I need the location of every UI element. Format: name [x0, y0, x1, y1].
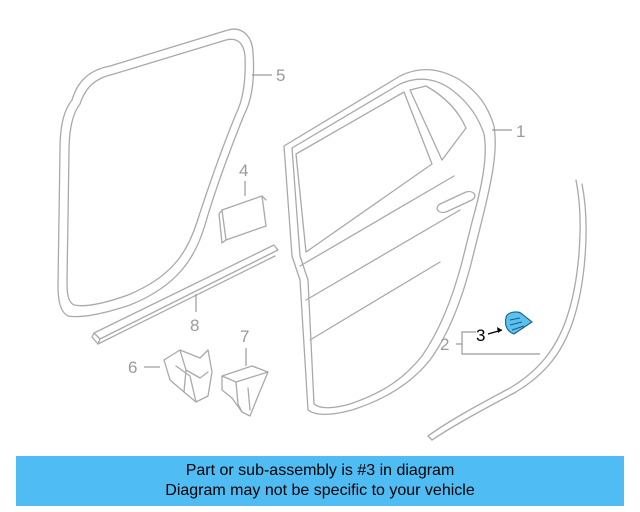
part-4-pad: [218, 195, 267, 244]
callout-8: 8: [190, 294, 199, 335]
part-8-belt-molding: [91, 244, 279, 345]
svg-text:5: 5: [276, 66, 285, 85]
svg-text:2: 2: [440, 335, 449, 354]
svg-text:1: 1: [516, 122, 525, 141]
parts-diagram: 5 4 8 6 7: [57, 28, 587, 441]
callout-5: 5: [252, 66, 285, 85]
info-banner: Part or sub-assembly is #3 in diagram Di…: [16, 456, 624, 506]
svg-text:3: 3: [476, 326, 485, 345]
callout-1: 1: [492, 122, 525, 141]
svg-text:4: 4: [239, 161, 248, 180]
part-1-door-shell: [283, 68, 496, 416]
callout-6: 6: [128, 358, 160, 377]
callout-7: 7: [240, 327, 249, 366]
svg-text:7: 7: [240, 327, 249, 346]
svg-text:8: 8: [190, 316, 199, 335]
part-3-clip: [504, 311, 533, 335]
banner-line-2: Diagram may not be specific to your vehi…: [165, 482, 475, 499]
callout-3: 3: [476, 326, 503, 345]
part-5-weatherstrip: [57, 28, 255, 318]
part-6-bracket: [163, 349, 213, 403]
callout-2: 2: [440, 331, 540, 355]
part-2-edge-strip: [427, 179, 587, 441]
callout-4: 4: [239, 161, 248, 196]
banner-line-1: Part or sub-assembly is #3 in diagram: [185, 462, 455, 479]
part-7-retainer: [221, 365, 269, 417]
svg-text:6: 6: [128, 358, 137, 377]
